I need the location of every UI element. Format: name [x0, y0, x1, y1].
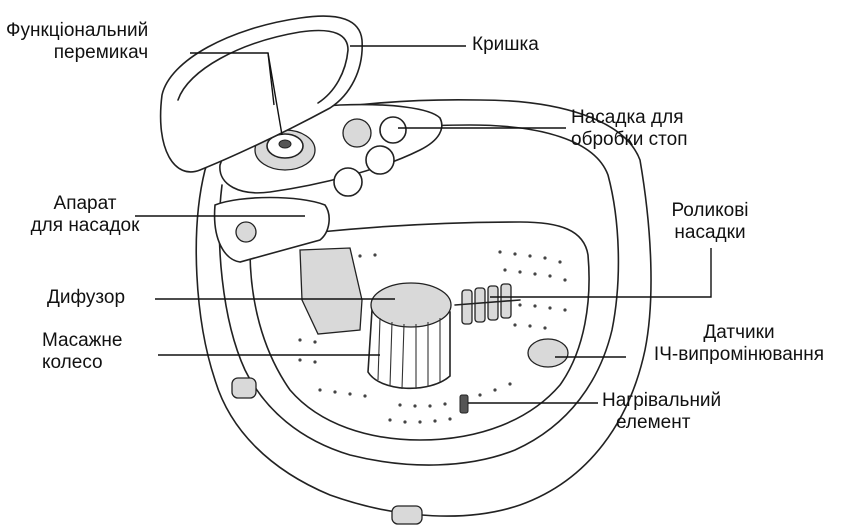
label-massage-wheel: Масажне колесо: [42, 330, 122, 374]
label-function-switch-line1: Функціональний: [6, 20, 148, 42]
label-heater-line1: Нагрівальний: [602, 390, 721, 412]
label-foot-attachment-line2: обробки стоп: [571, 129, 688, 151]
label-heater: Нагрівальний елемент: [602, 390, 721, 434]
label-rollers: Роликові насадки: [655, 200, 765, 244]
label-foot-attachment-line1: Насадка для: [571, 107, 688, 129]
ir-sensor: [528, 339, 568, 367]
label-ir-sensors: Датчики ІЧ-випромінювання: [628, 322, 850, 366]
label-function-switch-line2: перемикач: [6, 42, 148, 64]
label-diffuser-text: Дифузор: [47, 287, 125, 309]
label-ir-sensors-line1: Датчики: [628, 322, 850, 344]
roller-attachments: [455, 284, 520, 324]
label-attachment-holder-line1: Апарат: [16, 193, 154, 215]
tub-foot-front: [392, 506, 422, 524]
label-attachment-holder: Апарат для насадок: [16, 193, 154, 237]
label-rollers-line2: насадки: [655, 222, 765, 244]
label-function-switch: Функціональний перемикач: [6, 20, 148, 64]
tub-foot-left: [232, 378, 256, 398]
label-diffuser: Дифузор: [47, 287, 125, 309]
label-attachment-holder-line2: для насадок: [16, 215, 154, 237]
label-lid-text: Кришка: [472, 34, 539, 56]
label-lid: Кришка: [472, 34, 539, 56]
label-heater-line2: елемент: [602, 412, 721, 434]
label-ir-sensors-line2: ІЧ-випромінювання: [628, 344, 850, 366]
label-massage-wheel-line2: колесо: [42, 352, 122, 374]
label-foot-attachment: Насадка для обробки стоп: [571, 107, 688, 151]
attachment-holder-socket: [236, 222, 256, 242]
label-massage-wheel-line1: Масажне: [42, 330, 122, 352]
heating-element: [460, 395, 468, 413]
label-rollers-line1: Роликові: [655, 200, 765, 222]
